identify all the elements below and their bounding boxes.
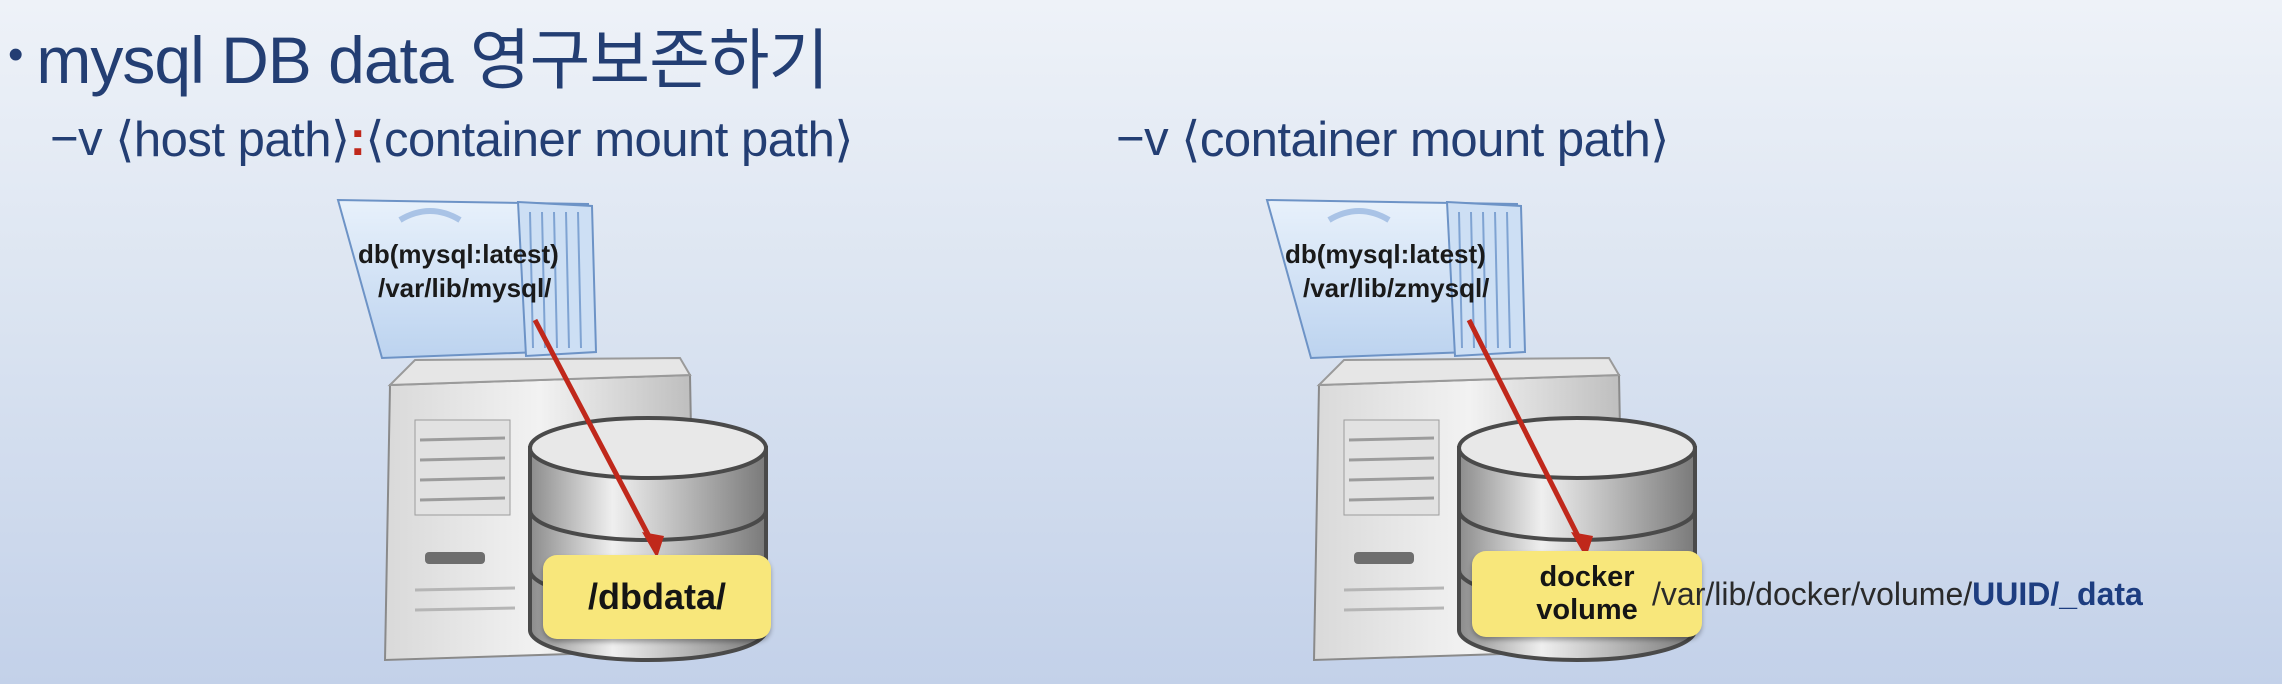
volume-mount-diagram: db(mysql:latest) /var/lib/zmysql/ docker… [1259,180,1779,680]
container-dir-label: /var/lib/mysql/ [378,273,552,303]
docker-volume-label: docker volume [1472,551,1702,637]
bullet-icon: • [8,30,23,79]
container-name-label: db(mysql:latest) [1285,239,1486,269]
host-path-placeholder: ⟨host path⟩ [115,112,350,167]
title-text: mysql DB data 영구보존하기 [36,23,829,97]
container-dir-label: /var/lib/zmysql/ [1303,273,1490,303]
volume-mount-syntax: −v ⟨container mount path⟩ [1116,104,1669,174]
docker-volume-line1: docker [1539,561,1635,593]
host-directory-label: /dbdata/ [543,555,771,639]
path-separator: : [349,112,366,166]
bind-mount-diagram: db(mysql:latest) /var/lib/mysql/ /dbdata… [330,180,850,680]
option-flag: −v [50,112,103,166]
mount-arrow [532,318,664,558]
container-path-placeholder: ⟨container mount path⟩ [1181,112,1669,167]
slide-title: • mysql DB data 영구보존하기 [0,10,829,100]
container-icon [336,198,598,360]
volume-path-prefix: /var/lib/docker/volume/ [1652,576,1973,612]
volume-path-highlight: UUID/_data [1972,576,2143,612]
container-path-placeholder: ⟨container mount path⟩ [365,112,854,167]
container-name-label: db(mysql:latest) [358,239,559,269]
volume-storage-path: /var/lib/docker/volume/UUID/_data [1652,572,2143,616]
host-directory-text: /dbdata/ [587,576,726,617]
bind-mount-syntax: −v ⟨host path⟩ : ⟨container mount path⟩ [50,104,854,174]
docker-volume-line2: volume [1536,594,1638,626]
option-flag: −v [1116,112,1169,166]
